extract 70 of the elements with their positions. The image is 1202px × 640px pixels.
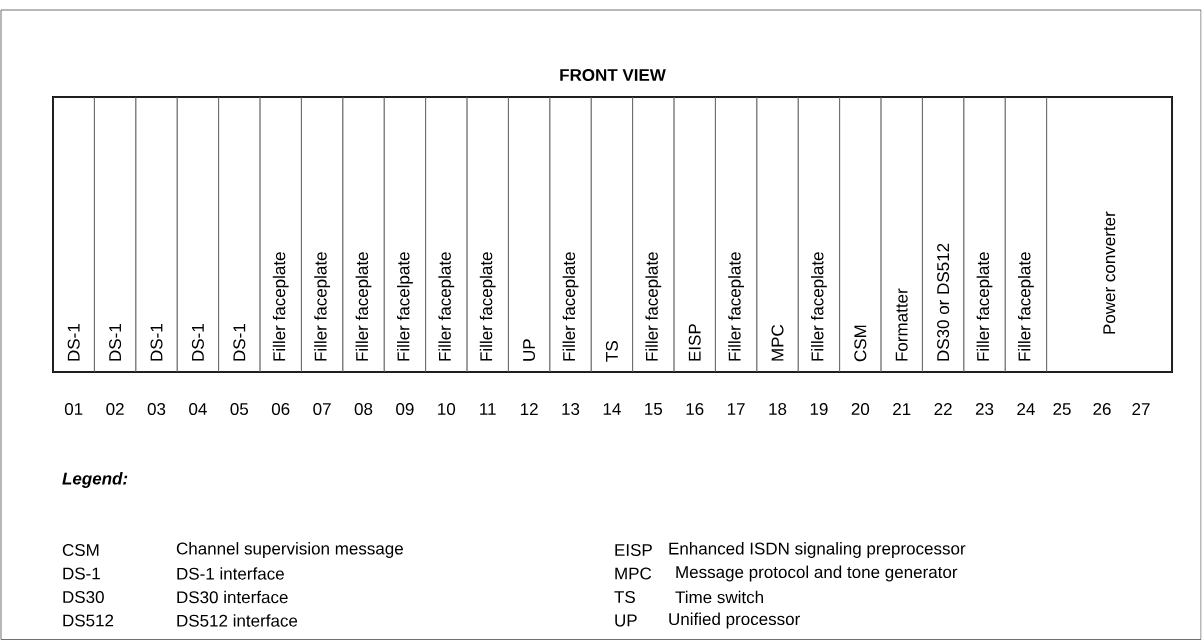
card-slot: DS-1 [135, 96, 178, 373]
view-title: FRONT VIEW [560, 69, 666, 82]
slot-number: 18 [769, 403, 787, 416]
slot-number: 17 [727, 403, 745, 415]
slot-number: 02 [106, 403, 124, 416]
card-slot: Filler faceplate [301, 96, 344, 373]
abbreviation: MPC [615, 567, 652, 580]
slot-number: 22 [934, 403, 952, 415]
slot-number: 07 [313, 403, 331, 416]
card-slot: DS-1 [218, 96, 261, 373]
abbreviation: DS-1 [63, 567, 100, 580]
abbreviation: DS30 [63, 591, 104, 604]
card-slot: Filler faceplate [963, 96, 1006, 373]
legend-text: Unified processor [669, 612, 800, 629]
slot-number: 01 [64, 403, 83, 416]
card-slot: Filler faceplate [715, 96, 758, 373]
slot-number: 19 [810, 403, 828, 416]
card-slot: MPC [756, 96, 799, 373]
slot-number: 16 [686, 403, 704, 416]
card-slot: TS [590, 96, 633, 373]
abbreviation: UP [615, 614, 637, 627]
slot-number: 13 [562, 403, 580, 416]
card-slot: DS30 or DS512 [922, 96, 965, 373]
card-slot: UP [508, 96, 551, 373]
card-slot: Power converter [1046, 96, 1173, 373]
slot-number: 23 [975, 403, 994, 416]
slot-number: 10 [438, 403, 456, 416]
card-slot: DS-1 [52, 96, 95, 373]
slot-number: 03 [147, 403, 166, 416]
legend-text: DS30 interface [177, 590, 288, 604]
slot-number: 09 [396, 403, 414, 416]
abbreviation: EISP [615, 544, 652, 557]
legend-heading: Legend: [62, 472, 128, 488]
abbreviation: TS [614, 591, 635, 604]
slot-number: 06 [271, 403, 290, 416]
card-slot: Formatter [880, 96, 923, 373]
slot-number: 05 [230, 403, 249, 416]
card-slot: Filler faceplate [797, 96, 840, 373]
slot-number: 14 [603, 403, 621, 415]
slot-number: 21 [893, 403, 911, 415]
legend-text: Channel supervision message [176, 542, 403, 558]
slot-number: 11 [480, 403, 496, 415]
legend-text: Enhanced ISDN signaling preprocessor [669, 542, 966, 558]
legend-text: DS-1 interface [177, 567, 284, 580]
slot-number: 12 [520, 403, 538, 415]
legend-text: Message protocol and tone generator [676, 565, 958, 582]
card-slot: CSM [839, 96, 882, 373]
slot-number: 24 [1017, 403, 1035, 415]
slot-number: 15 [645, 403, 663, 415]
slot-number: 08 [354, 403, 373, 416]
slot-number: 27 [1132, 403, 1150, 415]
card-slot: EISP [673, 96, 716, 373]
slot-number: 25 [1053, 403, 1071, 416]
card-slot: Filler faceplate [1004, 96, 1047, 373]
abbreviation: CSM [62, 544, 99, 557]
legend-text: DS512 interface [177, 614, 298, 627]
card-slot: Filler faceplate [549, 96, 592, 373]
card-slot: Filler faceplate [425, 96, 468, 373]
card-slot: DS-1 [94, 96, 137, 373]
slot-number: 20 [851, 403, 870, 416]
legend-text: Time switch [675, 590, 763, 604]
card-slot: Filler faceplate [259, 96, 302, 373]
card-slot: Filler facelpate [383, 96, 426, 373]
slot-number: 04 [189, 403, 207, 416]
card-slot: Filler faceplate [342, 96, 385, 373]
card-slot: DS-1 [176, 96, 219, 373]
card-slot: Filler faceplate [466, 96, 509, 373]
abbreviation: DS512 [63, 614, 114, 627]
slot-number: 26 [1093, 403, 1111, 416]
card-slot: Filler faceplate [632, 96, 675, 373]
